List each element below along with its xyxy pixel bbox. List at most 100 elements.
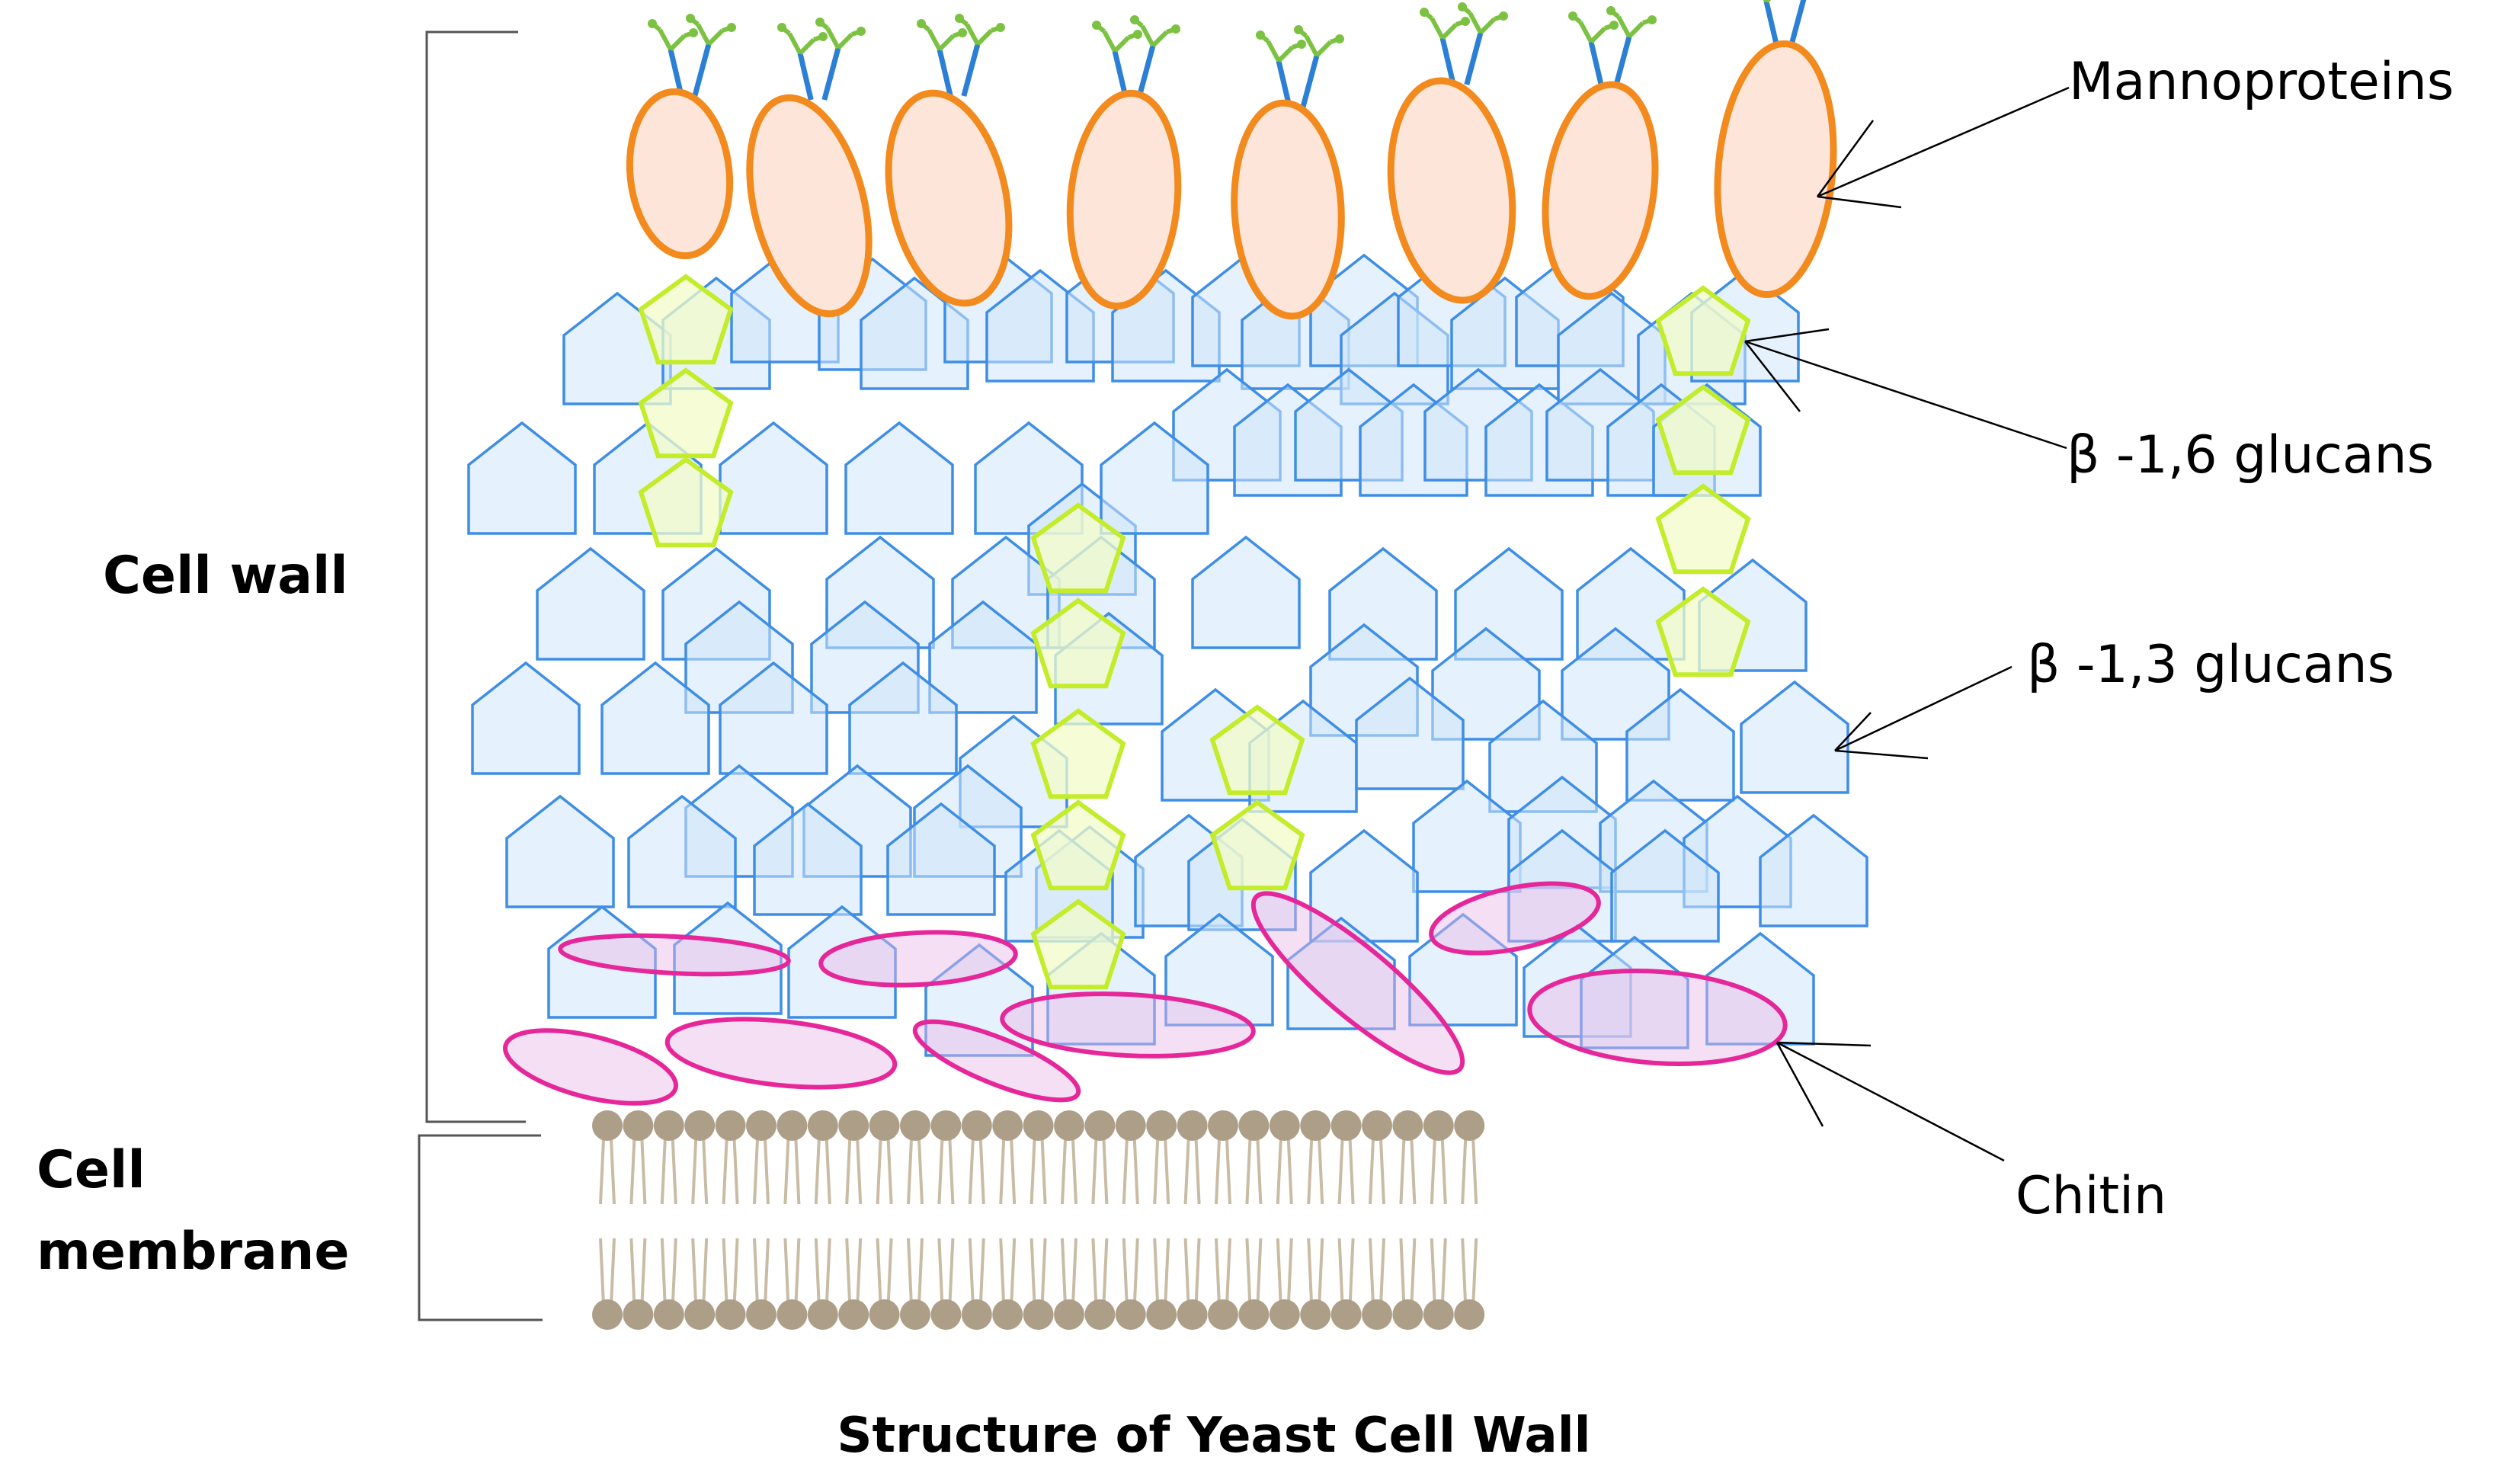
lipid-head — [1269, 1299, 1300, 1330]
lipid-head — [715, 1299, 746, 1330]
beta-1-3-glucan-unit — [719, 421, 828, 535]
lipid-tail — [783, 1139, 801, 1205]
mannose-residue — [1297, 40, 1306, 49]
beta-1-6-glucan-unit — [1030, 799, 1126, 891]
beta-1-6-glucan-unit — [1030, 597, 1126, 689]
lipid-tail — [845, 1139, 863, 1205]
mannose-residue — [1606, 6, 1615, 15]
mannose-chain — [1423, 10, 1466, 40]
lipid-head — [1454, 1110, 1485, 1141]
lipid-tail — [599, 1238, 616, 1306]
mannose-residue — [1092, 21, 1101, 30]
lipid-head — [1392, 1110, 1423, 1141]
mannose-chain — [1571, 14, 1615, 44]
beta-1-3-glucan-unit — [1355, 676, 1465, 790]
mannoprotein-stalk — [797, 53, 814, 101]
lipid-head — [1177, 1299, 1208, 1330]
lipid-head — [776, 1299, 808, 1330]
mannose-chain — [920, 21, 963, 52]
lipid-tail — [814, 1139, 831, 1205]
mannose-residue — [1420, 8, 1429, 17]
lipid-head — [838, 1299, 869, 1330]
beta-1-3-glucan-unit — [1309, 828, 1419, 943]
lipid-head — [684, 1110, 716, 1141]
mannoprotein — [1714, 40, 1837, 299]
mannose-residue — [815, 18, 825, 27]
mannose-chain — [1095, 23, 1138, 53]
cell-membrane-bracket — [418, 1134, 543, 1321]
lipid-tail — [876, 1238, 893, 1306]
lipid-head — [961, 1299, 992, 1330]
lipid-tail — [1307, 1238, 1324, 1306]
lipid-head — [1330, 1110, 1362, 1141]
lipid-tail — [599, 1139, 616, 1205]
lipid-head — [1084, 1299, 1116, 1330]
mannoprotein-stalk — [692, 43, 712, 97]
mannose-chain — [1297, 27, 1340, 58]
cell-wall-bracket — [425, 30, 526, 1123]
mannose-residue — [1609, 21, 1619, 30]
beta-1-6-glucan-unit — [638, 367, 734, 459]
lipid-tail — [660, 1238, 677, 1306]
lipid-head — [684, 1299, 716, 1330]
chitin-fiber — [1250, 891, 1465, 1075]
lipid-tail — [907, 1139, 924, 1205]
beta-1-3-glucan-unit — [467, 421, 577, 535]
beta-1-3-glucans-label: β -1,3 glucans — [2027, 635, 2394, 695]
lipid-tail — [1461, 1139, 1478, 1205]
lipid-tail — [783, 1238, 801, 1306]
beta-1-3-glucan-unit — [848, 661, 958, 775]
chitin-fiber — [558, 933, 791, 977]
lipid-head — [746, 1110, 776, 1141]
mannoprotein — [885, 89, 1013, 307]
beta-1-6-glucan-unit — [638, 274, 734, 365]
mannoprotein-stalk — [1464, 32, 1484, 85]
beta-1-3-glucan-unit — [1164, 912, 1274, 1027]
lipid-head — [1454, 1299, 1485, 1330]
lipid-head — [1023, 1110, 1054, 1141]
mannose-chain — [1763, 0, 1772, 4]
mannose-residue — [1458, 2, 1467, 11]
beta-1-3-glucan-unit — [1625, 687, 1735, 802]
lipid-tail — [1061, 1238, 1077, 1306]
lipid-head — [1208, 1110, 1238, 1141]
lipid-head — [838, 1110, 869, 1141]
beta-1-6-glucan-unit — [638, 456, 734, 548]
mannose-residue — [1568, 11, 1577, 21]
lipid-head — [1084, 1110, 1116, 1141]
lipid-tail — [722, 1139, 739, 1205]
mannose-residue — [689, 28, 698, 37]
beta-1-3-glucan-unit — [1610, 828, 1720, 943]
lipid-head — [1330, 1299, 1362, 1330]
lipid-tail — [907, 1238, 924, 1306]
mannose-residue — [917, 19, 926, 28]
mannoprotein — [1387, 77, 1516, 304]
lipid-head — [1146, 1299, 1177, 1330]
lipid-bilayer — [592, 1110, 1485, 1330]
mannose-residue — [777, 23, 786, 32]
mannoprotein-stalk — [1588, 41, 1605, 89]
lipid-tail — [1183, 1238, 1201, 1306]
diagram-title: Structure of Yeast Cell Wall — [837, 1408, 1590, 1464]
mannose-residue — [1294, 25, 1303, 34]
lipid-head — [1300, 1299, 1331, 1330]
mannose-residue — [996, 23, 1005, 32]
lipid-head — [930, 1110, 962, 1141]
lipid-tail — [753, 1238, 770, 1306]
lipid-head — [900, 1110, 930, 1141]
mannoprotein — [626, 88, 734, 260]
lipid-tail — [968, 1139, 985, 1205]
beta-1-6-glucan-unit — [1030, 708, 1126, 799]
beta-1-6-glucan-unit — [1209, 799, 1305, 891]
mannoprotein-stalk — [1439, 37, 1456, 85]
beta-1-3-glucan-unit — [1759, 813, 1868, 927]
lipid-tail — [937, 1139, 955, 1205]
lipid-tail — [1029, 1139, 1047, 1205]
beta-1-3-glucan-unit — [844, 421, 954, 535]
lipid-head — [1392, 1299, 1423, 1330]
beta-1-3-glucan-unit — [627, 794, 737, 908]
mannoprotein-stalk — [1763, 1, 1780, 49]
mannoprotein-stalk — [1112, 50, 1129, 98]
lipid-tail — [1307, 1139, 1324, 1205]
